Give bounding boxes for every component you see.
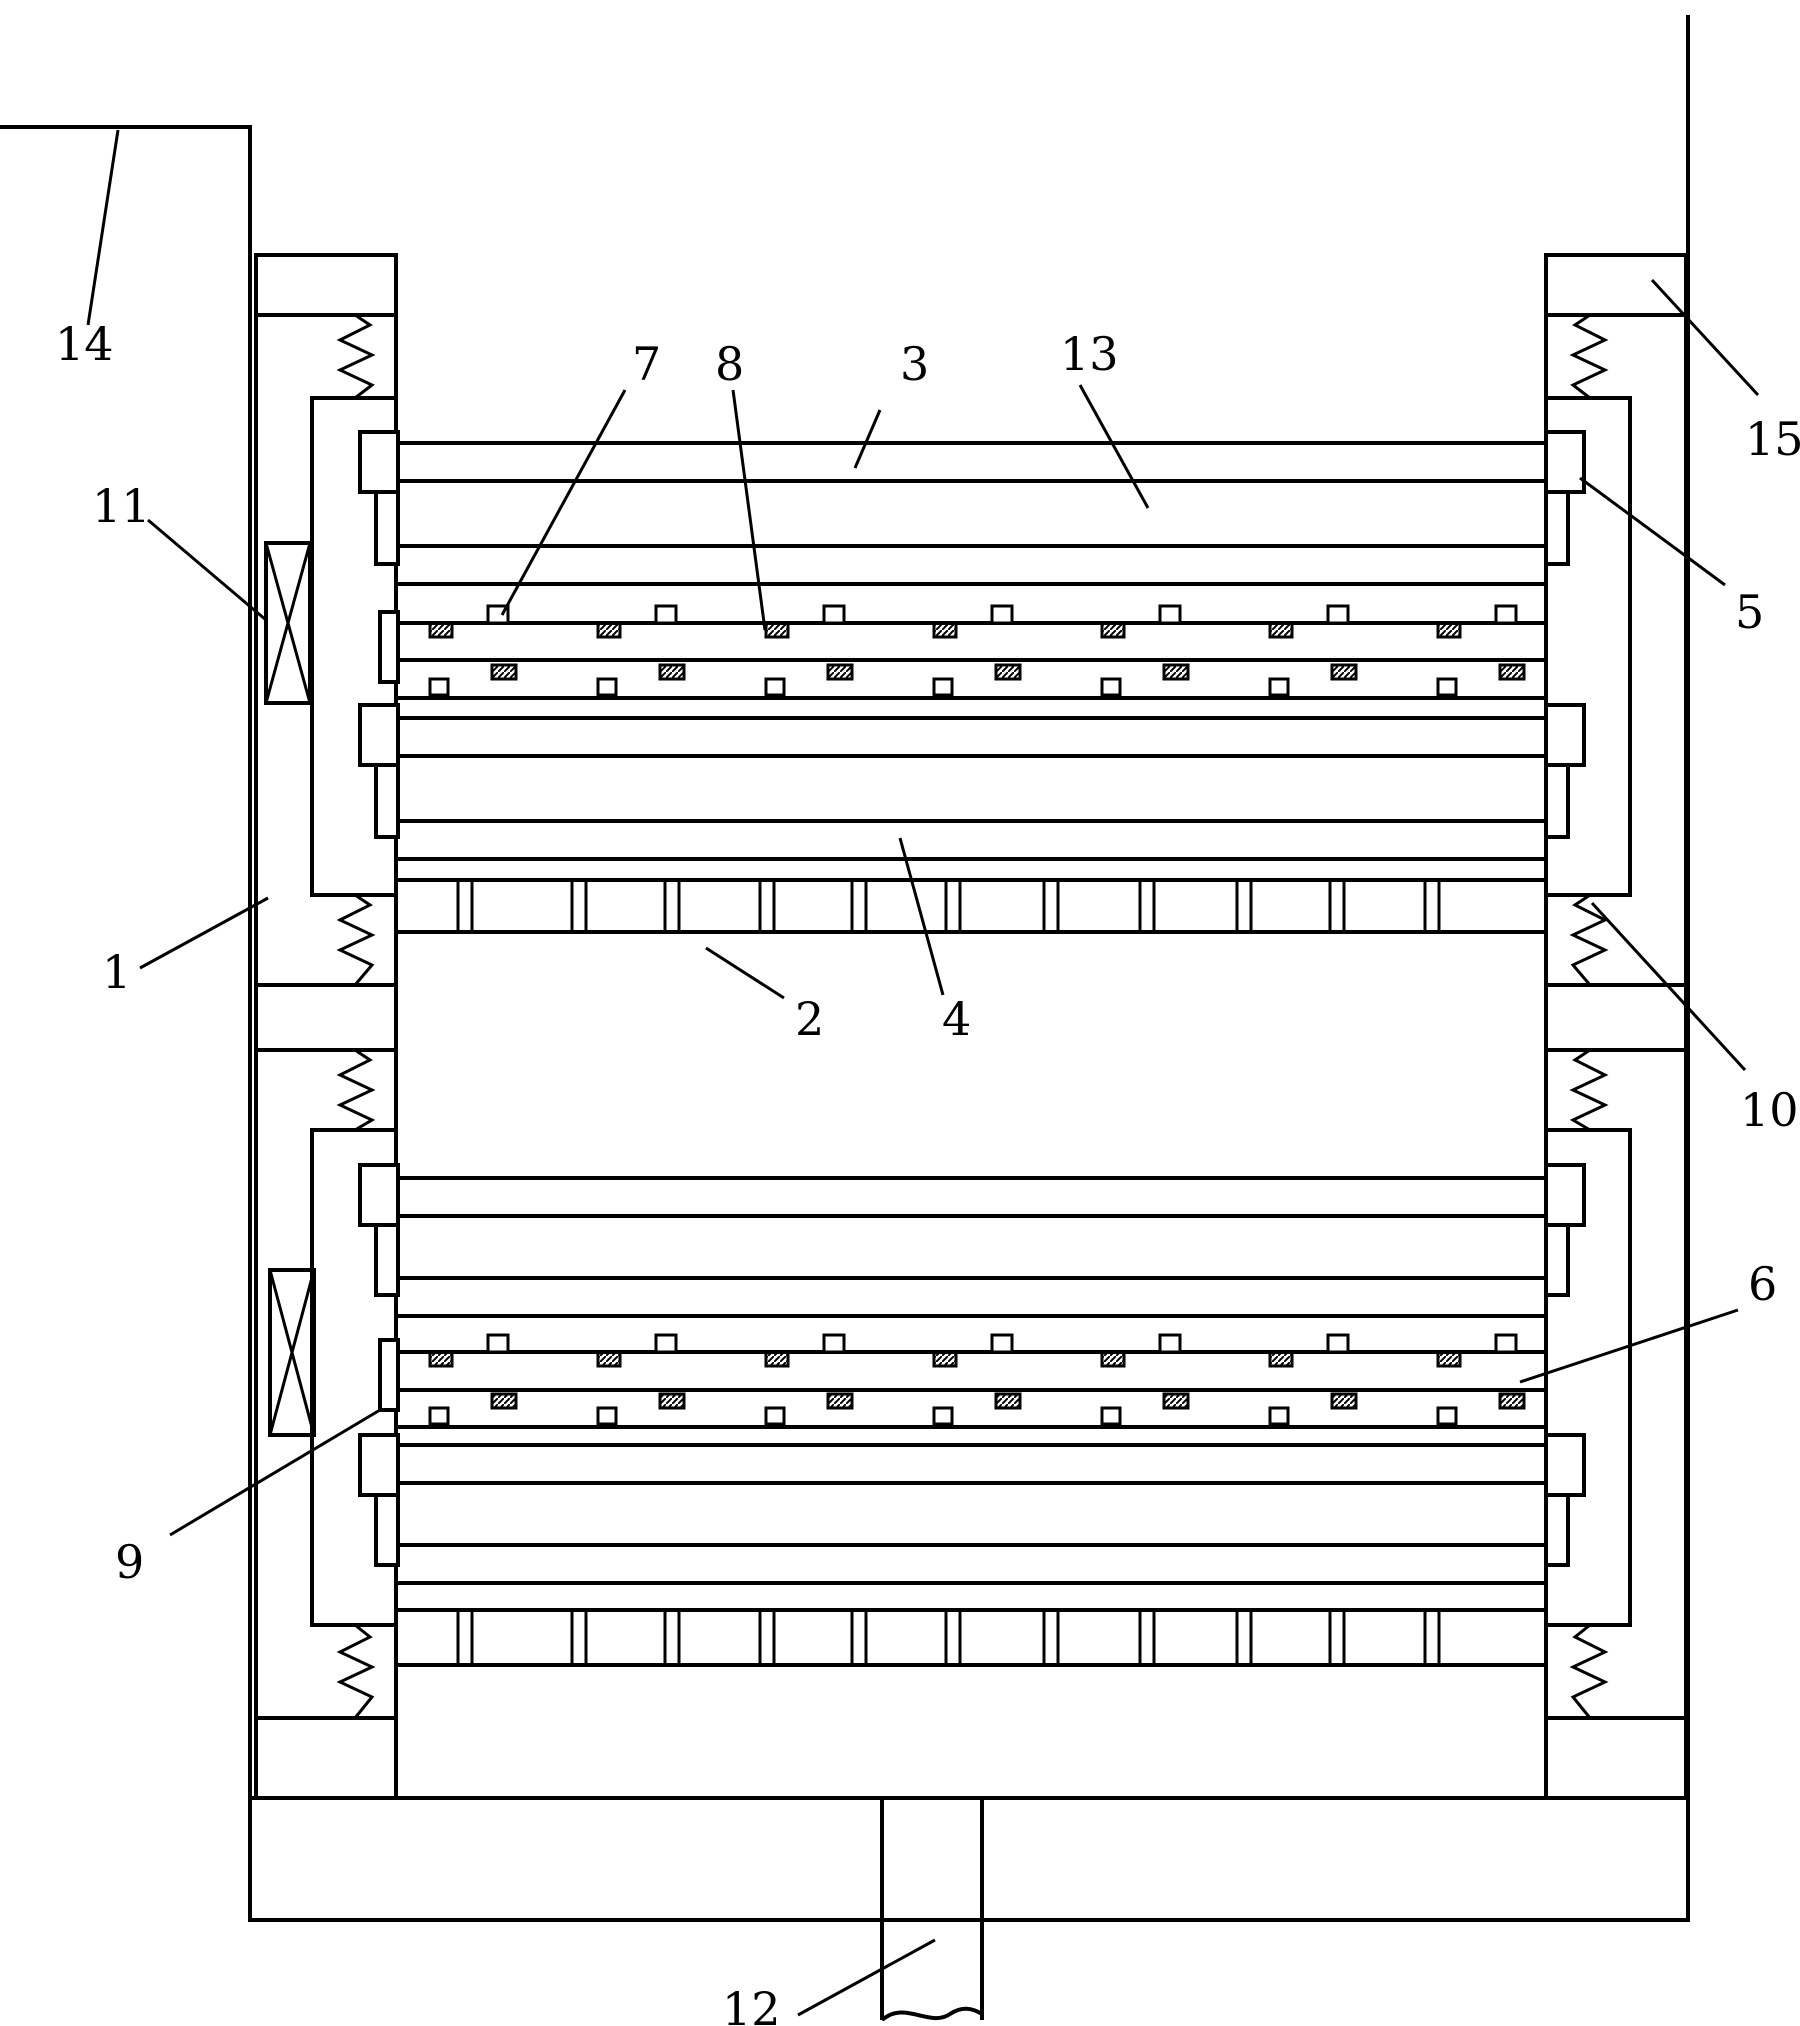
label-14: 14 xyxy=(55,317,114,371)
nozzle xyxy=(654,604,678,625)
nozzle xyxy=(428,1406,450,1426)
block-lower xyxy=(490,663,518,681)
block-upper xyxy=(1436,621,1462,639)
block-lower xyxy=(1330,1392,1358,1410)
label-8: 8 xyxy=(715,337,744,391)
x-boxes xyxy=(264,541,316,1437)
nozzle xyxy=(596,677,618,697)
block-upper xyxy=(1268,1350,1294,1368)
block-upper xyxy=(1436,1350,1462,1368)
nozzle xyxy=(1268,1406,1290,1426)
block-upper xyxy=(596,621,622,639)
block-upper xyxy=(428,1350,454,1368)
nozzle xyxy=(1326,1333,1350,1354)
nozzle xyxy=(1100,1406,1122,1426)
block-upper xyxy=(1268,621,1294,639)
block-upper xyxy=(764,621,790,639)
nozzle xyxy=(1268,677,1290,697)
label-4: 4 xyxy=(942,992,971,1046)
block-lower xyxy=(1162,1392,1190,1410)
label-1: 1 xyxy=(102,945,131,999)
block-lower xyxy=(994,663,1022,681)
nozzle xyxy=(486,1333,510,1354)
block-upper xyxy=(764,1350,790,1368)
label-10: 10 xyxy=(1740,1083,1799,1137)
nozzle xyxy=(1494,604,1518,625)
block-upper xyxy=(428,621,454,639)
column-walls xyxy=(254,253,1688,1800)
outlet-pipe xyxy=(880,1798,984,2022)
lower-assembly xyxy=(358,1163,1586,1667)
block-lower xyxy=(490,1392,518,1410)
nozzle xyxy=(764,677,786,697)
label-5: 5 xyxy=(1735,585,1764,639)
nozzle xyxy=(990,604,1014,625)
nozzle xyxy=(764,1406,786,1426)
block-upper xyxy=(932,1350,958,1368)
label-13: 13 xyxy=(1060,327,1119,381)
block-lower xyxy=(1498,1392,1526,1410)
block-lower xyxy=(826,663,854,681)
label-12: 12 xyxy=(722,1982,781,2026)
block-lower xyxy=(1498,663,1526,681)
label-2: 2 xyxy=(795,992,824,1046)
nozzle xyxy=(822,604,846,625)
upper-assembly xyxy=(358,430,1586,934)
lower-nozzles xyxy=(428,1333,1526,1426)
block-lower xyxy=(1330,663,1358,681)
nozzle xyxy=(1494,1333,1518,1354)
label-9: 9 xyxy=(115,1535,144,1589)
labels: 14 15 11 5 1 10 9 6 7 8 3 13 2 4 12 xyxy=(55,317,1800,2026)
label-3: 3 xyxy=(900,337,929,391)
nozzle xyxy=(822,1333,846,1354)
block-lower xyxy=(826,1392,854,1410)
nozzle xyxy=(1100,677,1122,697)
label-6: 6 xyxy=(1748,1257,1777,1311)
nozzle xyxy=(1158,1333,1182,1354)
nozzle xyxy=(428,677,450,697)
nozzle xyxy=(596,1406,618,1426)
nozzle xyxy=(654,1333,678,1354)
nozzle xyxy=(932,1406,954,1426)
block-lower xyxy=(1162,663,1190,681)
block-upper xyxy=(596,1350,622,1368)
lower-support-bars xyxy=(456,1610,1441,1665)
label-7: 7 xyxy=(632,337,661,391)
label-15: 15 xyxy=(1745,412,1800,466)
upper-nozzles xyxy=(428,604,1526,697)
nozzle xyxy=(990,1333,1014,1354)
nozzle xyxy=(1436,1406,1458,1426)
block-upper xyxy=(932,621,958,639)
nozzle xyxy=(932,677,954,697)
block-lower xyxy=(658,1392,686,1410)
label-11: 11 xyxy=(92,479,151,533)
block-upper xyxy=(1100,621,1126,639)
block-upper xyxy=(1100,1350,1126,1368)
block-lower xyxy=(658,663,686,681)
leader-lines xyxy=(86,129,1760,2017)
nozzle xyxy=(1158,604,1182,625)
upper-support-bars xyxy=(456,880,1441,932)
nozzle xyxy=(1326,604,1350,625)
springs xyxy=(336,313,1609,1719)
block-lower xyxy=(994,1392,1022,1410)
nozzle xyxy=(1436,677,1458,697)
